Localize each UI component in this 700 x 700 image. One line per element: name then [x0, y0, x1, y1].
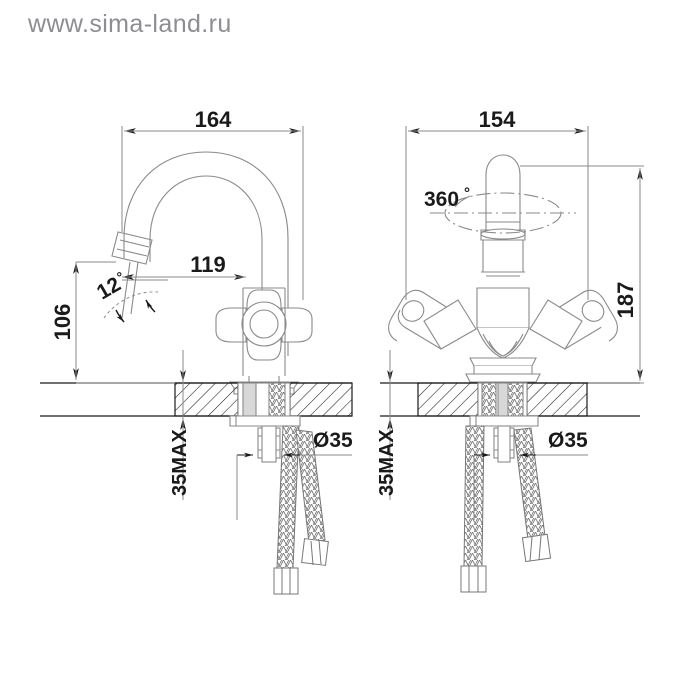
cross-handle — [215, 289, 313, 361]
dimension-width-154: 154 — [479, 107, 516, 132]
side-view-group: 154 187 360 ° Ø35 35MAX — [376, 107, 644, 593]
dimension-angle-360-group: 360 ° — [424, 185, 470, 211]
front-view-dimensions — [73, 126, 352, 520]
side-view-spout — [480, 154, 526, 277]
front-countertop-section — [40, 382, 353, 417]
side-view-dimensions — [387, 126, 644, 520]
front-mounting-hardware — [229, 382, 301, 463]
dimension-height-187: 187 — [613, 282, 638, 319]
dimension-width-164: 164 — [195, 107, 232, 132]
side-handles — [388, 287, 618, 383]
front-supply-hoses — [273, 425, 329, 595]
front-view-faucet-geometry — [111, 151, 289, 356]
dimension-height-106: 106 — [50, 304, 75, 341]
side-mounting-hardware — [469, 382, 539, 463]
degree-symbol-360: ° — [464, 185, 470, 202]
dimension-thickness-35max-right: 35MAX — [376, 429, 398, 496]
dimension-reach-119: 119 — [190, 252, 226, 277]
swivel-path-ellipse — [430, 192, 576, 234]
front-view-group: 164 119 106 12 ° Ø35 35MAX — [40, 107, 353, 595]
dimension-diameter-35-right: Ø35 — [548, 429, 588, 452]
side-countertop-section — [380, 382, 640, 417]
dimension-angle-360: 360 — [424, 188, 459, 211]
dimension-thickness-35max-left: 35MAX — [169, 429, 191, 496]
watermark-text: www.sima-land.ru — [28, 10, 232, 38]
dimension-diameter-35-left: Ø35 — [313, 429, 353, 452]
